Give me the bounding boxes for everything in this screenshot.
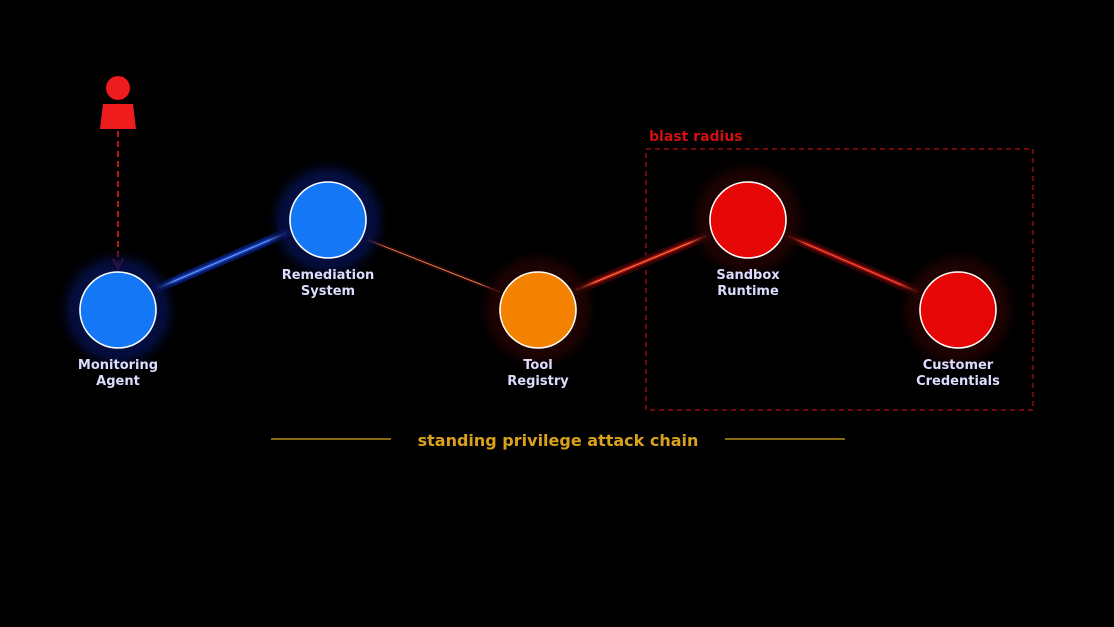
node-label-line1: Remediation bbox=[282, 268, 375, 283]
link-remediation-tool bbox=[367, 237, 501, 295]
node-label-line2: Credentials bbox=[916, 374, 1000, 389]
node-customer-credentials: Customer Credentials bbox=[894, 246, 1022, 389]
person-icon bbox=[100, 76, 136, 129]
node-monitoring-agent: Monitoring Agent bbox=[54, 246, 182, 389]
node-label-line2: Agent bbox=[96, 374, 140, 389]
blast-radius-label: blast radius bbox=[649, 129, 743, 145]
node-label-line1: Tool bbox=[523, 358, 552, 373]
node-circle bbox=[499, 271, 577, 349]
node-label-line1: Monitoring bbox=[78, 358, 158, 373]
link-sandbox-credentials bbox=[783, 231, 923, 297]
caption-group: standing privilege attack chain bbox=[271, 431, 845, 450]
node-sandbox-runtime: Sandbox Runtime bbox=[684, 156, 812, 299]
links bbox=[153, 228, 923, 297]
node-tool-registry: Tool Registry bbox=[474, 246, 602, 389]
attacker bbox=[100, 76, 136, 271]
node-label-line2: Registry bbox=[507, 374, 569, 389]
node-circle bbox=[289, 181, 367, 259]
diagram-caption: standing privilege attack chain bbox=[418, 431, 699, 450]
node-label-line2: System bbox=[301, 284, 355, 299]
link-monitoring-remediation bbox=[153, 228, 291, 293]
node-label-line2: Runtime bbox=[717, 284, 779, 299]
blast-radius-box bbox=[645, 148, 1034, 411]
node-circle bbox=[79, 271, 157, 349]
node-label-line1: Customer bbox=[923, 358, 994, 373]
node-remediation-system: Remediation System bbox=[264, 156, 392, 299]
node-label-line1: Sandbox bbox=[716, 268, 780, 283]
node-circle bbox=[709, 181, 787, 259]
blast-radius-zone: blast radius bbox=[645, 129, 1034, 411]
link-tool-sandbox bbox=[571, 231, 711, 295]
node-circle bbox=[919, 271, 997, 349]
